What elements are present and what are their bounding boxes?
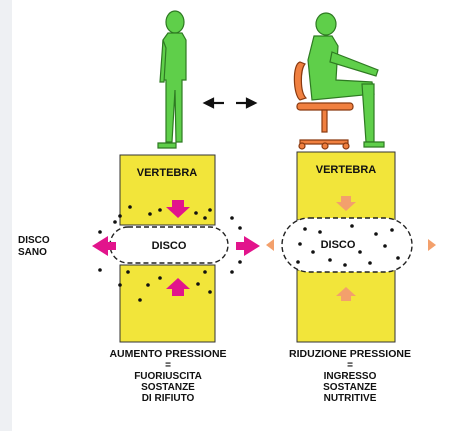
left-vertebra-lower xyxy=(120,265,215,342)
standing-person-icon xyxy=(158,11,186,148)
left-caption-title: AUMENTO PRESSIONE xyxy=(78,349,258,360)
left-caption-line3: DI RIFIUTO xyxy=(78,393,258,404)
sitting-person-icon xyxy=(294,13,384,149)
right-vertebra-label: VERTEBRA xyxy=(316,164,377,176)
right-column: VERTEBRA DISCO xyxy=(266,152,436,342)
side-label-line2: SANO xyxy=(18,247,47,258)
left-caption: AUMENTO PRESSIONE = FUORIUSCITA SOSTANZE… xyxy=(78,349,258,404)
right-caption-title: RIDUZIONE PRESSIONE xyxy=(262,349,438,360)
double-arrow-icon xyxy=(205,99,255,107)
left-vertebra-label: VERTEBRA xyxy=(137,167,198,179)
side-label-line1: DISCO xyxy=(18,235,50,246)
left-caption-line1: FUORIUSCITA xyxy=(78,371,258,382)
right-disc-label: DISCO xyxy=(321,239,356,251)
left-disc-label: DISCO xyxy=(152,240,187,252)
right-vertebra-lower xyxy=(297,270,395,342)
right-caption-eq: = xyxy=(262,360,438,371)
right-caption-line2: SOSTANZE xyxy=(262,382,438,393)
left-vertebra-upper xyxy=(120,155,215,225)
right-caption-line1: INGRESSO xyxy=(262,371,438,382)
left-caption-line2: SOSTANZE xyxy=(78,382,258,393)
right-caption-line3: NUTRITIVE xyxy=(262,393,438,404)
left-column: VERTEBRA DISCO DISCO SANO xyxy=(18,155,260,342)
right-caption: RIDUZIONE PRESSIONE = INGRESSO SOSTANZE … xyxy=(262,349,438,404)
left-caption-eq: = xyxy=(78,360,258,371)
